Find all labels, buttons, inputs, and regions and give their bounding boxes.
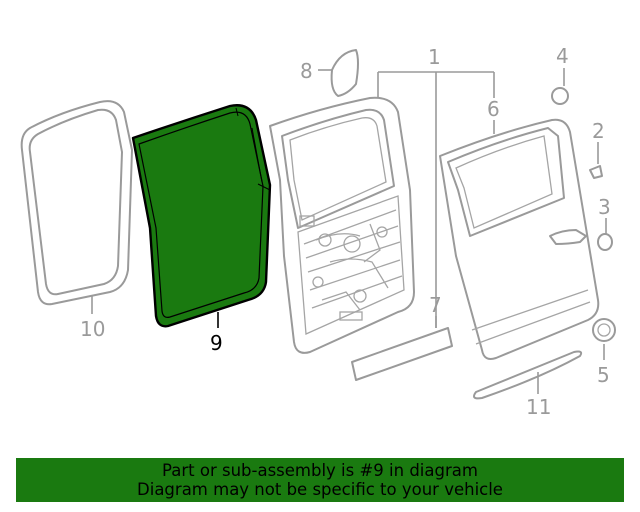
callout-9: 9	[210, 331, 223, 355]
callout-3: 3	[598, 195, 611, 219]
callout-2: 2	[592, 119, 605, 143]
part-8-clip[interactable]	[330, 49, 359, 97]
part-5-grommet[interactable]	[592, 318, 616, 342]
banner-line-2: Diagram may not be specific to your vehi…	[137, 480, 503, 499]
part-3-ring[interactable]	[597, 233, 613, 251]
notice-banner: Part or sub-assembly is #9 in diagram Di…	[16, 458, 624, 502]
leader-1-6-bracket	[377, 71, 495, 98]
parts-diagram: 1 2 3 4 5 6 7 8 9 10 11	[20, 44, 616, 419]
banner-line-1: Part or sub-assembly is #9 in diagram	[162, 461, 478, 480]
part-6-outer-door-skin[interactable]	[439, 118, 600, 360]
callout-11: 11	[526, 395, 551, 419]
part-4-plug[interactable]	[551, 87, 569, 105]
part-9-door-weatherstrip[interactable]	[131, 104, 272, 328]
leader-lines	[91, 68, 607, 394]
part-11-rocker-molding[interactable]	[473, 350, 583, 400]
callout-6: 6	[487, 97, 500, 121]
callout-1: 1	[428, 45, 441, 69]
part-7-lower-trim[interactable]	[351, 327, 453, 381]
callouts: 1 2 3 4 5 6 7 8 9 10 11	[80, 44, 611, 419]
callout-5: 5	[597, 363, 610, 387]
part-10-opening-seal[interactable]	[20, 100, 133, 306]
callout-8: 8	[300, 59, 313, 83]
part-2-small-clip[interactable]	[589, 165, 603, 179]
callout-10: 10	[80, 317, 105, 341]
callout-7: 7	[429, 293, 442, 317]
callout-4: 4	[556, 44, 569, 68]
part-1-door-shell[interactable]	[269, 96, 415, 354]
